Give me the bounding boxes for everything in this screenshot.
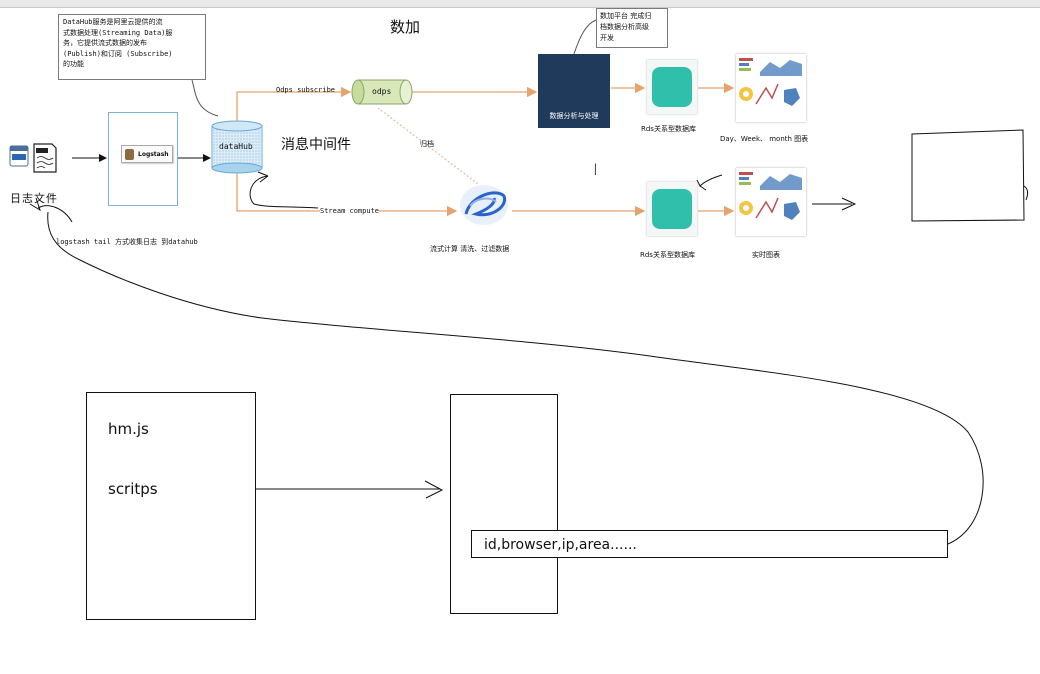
report-bottom-chart-icon: [736, 168, 806, 236]
rds-bottom-icon: [647, 182, 697, 236]
database-icon: [652, 67, 692, 107]
odps-label: odps: [372, 87, 392, 96]
dashboard-thumbnail: [739, 58, 802, 106]
data-analysis-label: 数据分析与处理: [549, 112, 599, 120]
odps-cylinder-icon: [351, 79, 413, 105]
freehand-arrow-near-logfile: [37, 205, 73, 223]
archive-dotted-line: [377, 107, 479, 185]
window-top-edge: [0, 0, 1040, 8]
log-file-label: 日志文件: [10, 192, 58, 205]
note-leader-line: [191, 79, 219, 117]
document-icon: [33, 143, 57, 173]
report-top-label: Day、Week、 month 图表: [720, 135, 809, 143]
dashboard-thumbnail: [739, 172, 802, 220]
freehand-long-loop: [47, 211, 984, 545]
freehand-return-arrow: [249, 175, 319, 209]
scripts-label: scritps: [108, 480, 158, 498]
freehand-arrow-report2-right: [812, 197, 857, 211]
hmjs-sketch-box: [86, 392, 256, 620]
arrow-datahub-to-stream: [236, 173, 458, 217]
hmjs-label: hm.js: [108, 420, 149, 438]
datahub-label: dataHub: [219, 142, 253, 151]
report-top-chart-icon: [736, 54, 806, 122]
right-sketch-box: [911, 129, 1025, 222]
collector-sketch-box: [450, 394, 558, 614]
field-list-box: id,browser,ip,area......: [471, 530, 948, 558]
logstash-chip: Logstash: [121, 145, 173, 163]
data-analysis-box: 数据分析与处理: [538, 54, 610, 128]
report-bottom-label: 实时图表: [752, 251, 780, 259]
diagram-title: 数加: [390, 18, 421, 36]
stream-compute-label: Stream compute: [320, 207, 380, 216]
stream-compute-icon: [460, 185, 508, 225]
datahub-cylinder-icon: [211, 120, 263, 174]
stream-compute-description: 流式计算 清洗、过滤数据: [430, 245, 510, 253]
rds-bottom-label: Rds关系型数据库: [640, 251, 695, 259]
logstash-tail-label: logstash tail 方式收集日志 到datahub: [56, 238, 198, 246]
message-middleware-label: 消息中间件: [281, 137, 351, 153]
logstash-container: Logstash: [108, 112, 178, 206]
note2-leader-line: [573, 19, 597, 55]
text-cursor-icon: I: [593, 160, 598, 179]
archive-label: 归档: [420, 140, 434, 148]
rds-top-label: Rds关系型数据库: [641, 125, 696, 133]
datahub-description-note: DataHub服务是阿里云提供的流 式数据处理(Streaming Data)服…: [58, 14, 206, 80]
odps-subscribe-label: Odps subscribe: [276, 86, 336, 94]
freehand-arrow-to-rds2: [696, 174, 723, 191]
rds-top-icon: [647, 60, 697, 114]
arrow-datahub-to-odps: [236, 86, 352, 121]
database-icon: [652, 189, 692, 229]
platform-description-note: 数加平台 完成归 档数据分析高级 开发: [596, 8, 668, 48]
calendar-icon: [9, 145, 29, 167]
